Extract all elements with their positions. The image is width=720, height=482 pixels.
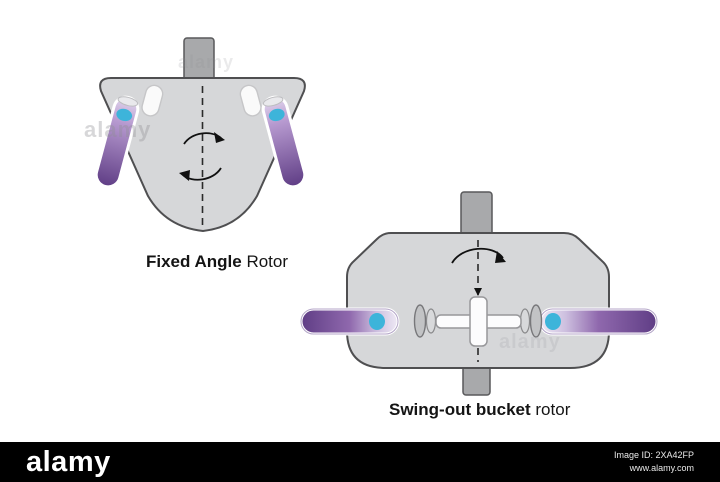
tube-cap-blue	[545, 313, 561, 330]
swing-rotor-shaft-top	[460, 191, 493, 239]
centrifuge-rotor-illustration	[94, 37, 659, 396]
caption-bold-text: Fixed Angle	[146, 252, 242, 271]
swing-out-rotor-caption: Swing-out bucket rotor	[389, 400, 570, 420]
caption-regular-text: rotor	[530, 400, 571, 419]
rotation-arrow-swing	[451, 247, 506, 264]
alamy-url-text: www.alamy.com	[629, 463, 694, 473]
caption-bold-text: Swing-out bucket	[389, 400, 531, 419]
alamy-footer-bar: alamy Image ID: 2XA42FP www.alamy.com	[0, 442, 720, 482]
swing-out-rotor-diagram	[299, 191, 659, 396]
sample-tube-left	[94, 95, 140, 189]
fixed-angle-rotor-diagram	[94, 37, 307, 233]
tube-cap-blue	[268, 108, 285, 122]
tube-slot-left	[141, 84, 164, 117]
tube-slot-right	[239, 84, 262, 117]
image-id-text: Image ID: 2XA42FP	[613, 450, 694, 460]
rotation-arrow-top	[183, 132, 225, 145]
swing-tube-right	[538, 307, 659, 336]
alamy-logo: alamy	[26, 446, 111, 478]
tube-cap-blue	[116, 108, 133, 122]
fixed-angle-rotor-caption: Fixed Angle Rotor	[146, 252, 288, 272]
tube-cap-blue	[369, 313, 385, 330]
swing-tube-left	[299, 307, 400, 336]
rotor-hub	[435, 296, 522, 347]
rotation-arrow-bottom	[179, 167, 222, 181]
axis-down-arrowhead	[474, 288, 482, 296]
caption-regular-text: Rotor	[241, 252, 289, 271]
image-meta: Image ID: 2XA42FP www.alamy.com	[614, 449, 694, 475]
sample-tube-right	[261, 95, 307, 189]
